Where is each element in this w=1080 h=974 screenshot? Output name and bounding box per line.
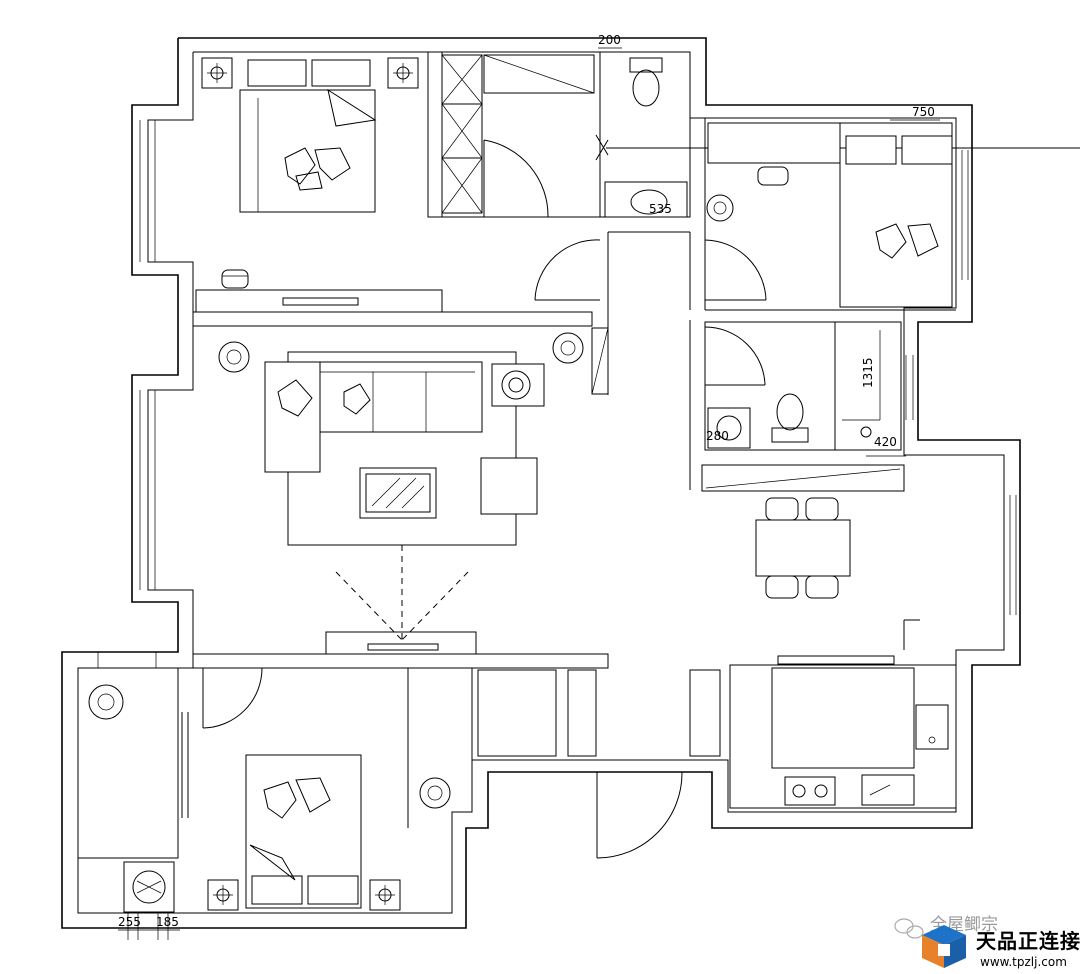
watermark-brand: 天品正连接	[976, 929, 1080, 953]
stove-icon	[784, 776, 836, 806]
coffee-table	[359, 467, 437, 519]
window-left-lower	[139, 390, 156, 590]
nightstand-lamp-icon	[201, 57, 233, 89]
window-bath	[905, 355, 914, 420]
watermark: 全屋鲫宗 天品正连接 www.tpzlj.com	[894, 915, 1080, 969]
plant-icon	[552, 332, 584, 364]
window-right-dining	[1009, 495, 1017, 615]
door-lower-bedroom	[202, 667, 263, 729]
chair-icon	[221, 269, 249, 289]
outer-walls	[61, 37, 1021, 929]
door-entrance	[596, 771, 683, 859]
cushion-icon	[277, 379, 371, 417]
lower-bed	[245, 754, 362, 909]
watermark-url: www.tpzlj.com	[980, 955, 1067, 969]
dining-table	[755, 519, 851, 577]
side-table-lamp-icon	[491, 363, 545, 407]
shower-icon	[842, 419, 880, 438]
dimension-1315: 1315	[861, 330, 881, 420]
dim-label-255: 255	[118, 915, 141, 929]
dim-label-1315: 1315	[861, 357, 875, 388]
dim-label-200: 200	[598, 33, 621, 47]
door-second-bedroom	[704, 239, 767, 301]
balcony-window-top	[97, 652, 157, 668]
plant-icon	[218, 341, 250, 373]
plant-icon	[88, 684, 124, 720]
interior-walls	[77, 51, 957, 859]
desk-second	[707, 122, 841, 164]
nightstand-lamp-icon	[207, 879, 239, 911]
tv-cabinet	[325, 631, 477, 655]
door-master-bedroom	[534, 239, 601, 301]
dimension-255-185: 255 185	[118, 912, 180, 940]
dim-label-535: 535	[649, 202, 672, 216]
wechat-icon	[894, 918, 924, 939]
sofa	[264, 361, 483, 473]
desk	[195, 289, 443, 313]
plant-icon	[706, 194, 734, 222]
dim-label-185: 185	[156, 915, 179, 929]
closet-shelves	[441, 54, 595, 214]
dimension-200: 200	[598, 33, 622, 49]
chair-icon	[757, 166, 789, 186]
kitchen-sink-counter	[861, 774, 915, 806]
sink-icon	[604, 181, 688, 218]
toilet-icon	[771, 393, 809, 443]
sink-icon	[915, 704, 949, 750]
logo-cube-icon	[922, 925, 966, 968]
second-bed	[839, 122, 953, 308]
washing-machine-icon	[123, 861, 175, 913]
tv-view-lines	[335, 545, 469, 641]
bath-partition	[595, 134, 609, 161]
window-right-bedroom	[961, 150, 969, 280]
entry-cabinet	[591, 327, 609, 395]
dimension-750: 750	[890, 105, 940, 121]
dining-chairs	[765, 497, 839, 599]
dimension-420: 420	[866, 435, 906, 457]
dim-label-750: 750	[912, 105, 935, 119]
nightstand-lamp-icon	[369, 879, 401, 911]
door-closet	[483, 139, 549, 218]
window-left-upper	[139, 120, 156, 262]
balcony-sliding-door	[181, 712, 189, 818]
sink-icon	[707, 407, 751, 449]
pillows-icon	[284, 147, 351, 191]
range-hood	[777, 655, 895, 665]
nightstand-lamp-icon	[387, 57, 419, 89]
dim-label-420: 420	[874, 435, 897, 449]
master-bed	[239, 59, 377, 213]
plant-icon	[419, 777, 451, 809]
dim-label-280: 280	[706, 429, 729, 443]
toilet-icon	[629, 57, 663, 107]
door-bath-2	[704, 326, 766, 386]
armchair	[480, 457, 538, 515]
